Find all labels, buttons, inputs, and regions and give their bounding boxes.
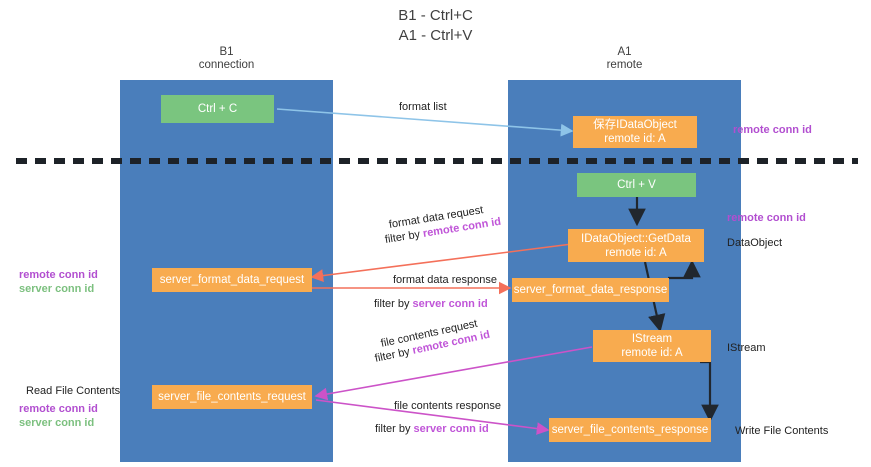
- edge-label-file-contents-response: file contents response: [394, 400, 502, 412]
- node-ctrl-c[interactable]: Ctrl + C: [161, 95, 274, 123]
- node-server-format-data-response[interactable]: server_format_data_response: [512, 278, 669, 302]
- annotation-write-file-contents: Write File Contents: [735, 425, 829, 437]
- annotation-dataobject: DataObject: [727, 237, 783, 249]
- node-save-idataobject[interactable]: 保存IDataObject remote id: A: [573, 116, 697, 148]
- annotation-left-remote-conn-id: remote conn id: [19, 269, 98, 281]
- annotation-read-file-contents: Read File Contents: [26, 385, 121, 397]
- filter-prefix: filter by: [373, 345, 414, 365]
- filter-prefix: filter by: [375, 423, 414, 435]
- page-title: B1 - Ctrl+C A1 - Ctrl+V: [398, 7, 473, 44]
- edge-label-file-contents-response-filter: filter by server conn id: [375, 423, 489, 435]
- lane-header-b1: B1 connection: [198, 46, 255, 71]
- filter-prefix: filter by: [374, 298, 413, 310]
- lane-header-a1: A1 remote: [606, 46, 643, 71]
- node-server-file-contents-request[interactable]: server_file_contents_request: [152, 385, 312, 409]
- node-ctrl-v[interactable]: Ctrl + V: [577, 173, 696, 197]
- annotation-remote-conn-id-top: remote conn id: [733, 124, 812, 136]
- edge-label-format-data-response: format data response: [393, 274, 497, 286]
- node-server-file-contents-response[interactable]: server_file_contents_response: [549, 418, 711, 442]
- node-idataobject-getdata[interactable]: IDataObject::GetData remote id: A: [568, 229, 704, 262]
- node-server-format-data-request[interactable]: server_format_data_request: [152, 268, 312, 292]
- edge-label-format-list: format list: [399, 101, 447, 113]
- annotation-left-server-conn-id: server conn id: [19, 283, 95, 295]
- node-istream[interactable]: IStream remote id: A: [593, 330, 711, 362]
- annotation-left-server-conn-id-2: server conn id: [19, 417, 95, 429]
- edge-label-format-data-response-filter: filter by server conn id: [374, 298, 488, 310]
- filter-value: server conn id: [413, 423, 489, 435]
- filter-value: server conn id: [412, 298, 488, 310]
- annotation-istream: IStream: [727, 342, 766, 354]
- annotation-left-remote-conn-id-2: remote conn id: [19, 403, 98, 415]
- annotation-remote-conn-id-mid: remote conn id: [727, 212, 806, 224]
